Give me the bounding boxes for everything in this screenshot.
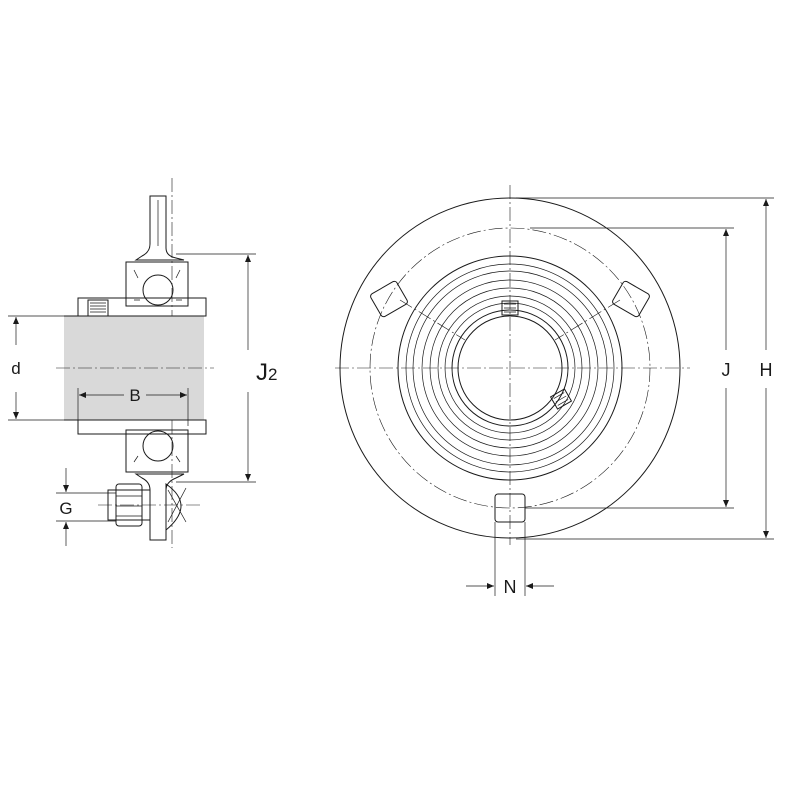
mounting-bolt (107, 489, 151, 521)
lower-seal (133, 433, 182, 463)
lower-housing (125, 429, 189, 473)
upper-inner-ring (77, 297, 207, 317)
dim-label-N: N (504, 577, 517, 597)
dim-label-J2: J2 (256, 359, 277, 386)
slot-axis-left (399, 299, 466, 341)
bolt-head (165, 483, 182, 532)
bottom-flange-ear (134, 473, 185, 541)
slot-upper-left (370, 280, 408, 318)
bolt-nut-facets (116, 495, 142, 517)
side-grub-screw (549, 388, 573, 410)
dim-label-H: H (760, 360, 773, 380)
dim-label-d: d (11, 359, 20, 378)
dim-label-J: J (722, 360, 731, 380)
dim-label-G: G (59, 499, 72, 518)
slot-axis-right (554, 299, 621, 341)
grub-screw-thread (90, 302, 106, 313)
lower-ball (142, 430, 174, 462)
top-flange-ear (134, 195, 185, 261)
side-section-view: d B J2 G (8, 178, 277, 548)
front-view: H J N (335, 185, 774, 597)
grub-screw (87, 299, 109, 317)
upper-seal (133, 269, 182, 301)
upper-housing (125, 261, 189, 307)
slot-upper-right (612, 280, 650, 318)
upper-ball (142, 274, 174, 306)
dim-label-B: B (129, 386, 140, 405)
lower-inner-ring (77, 419, 207, 435)
